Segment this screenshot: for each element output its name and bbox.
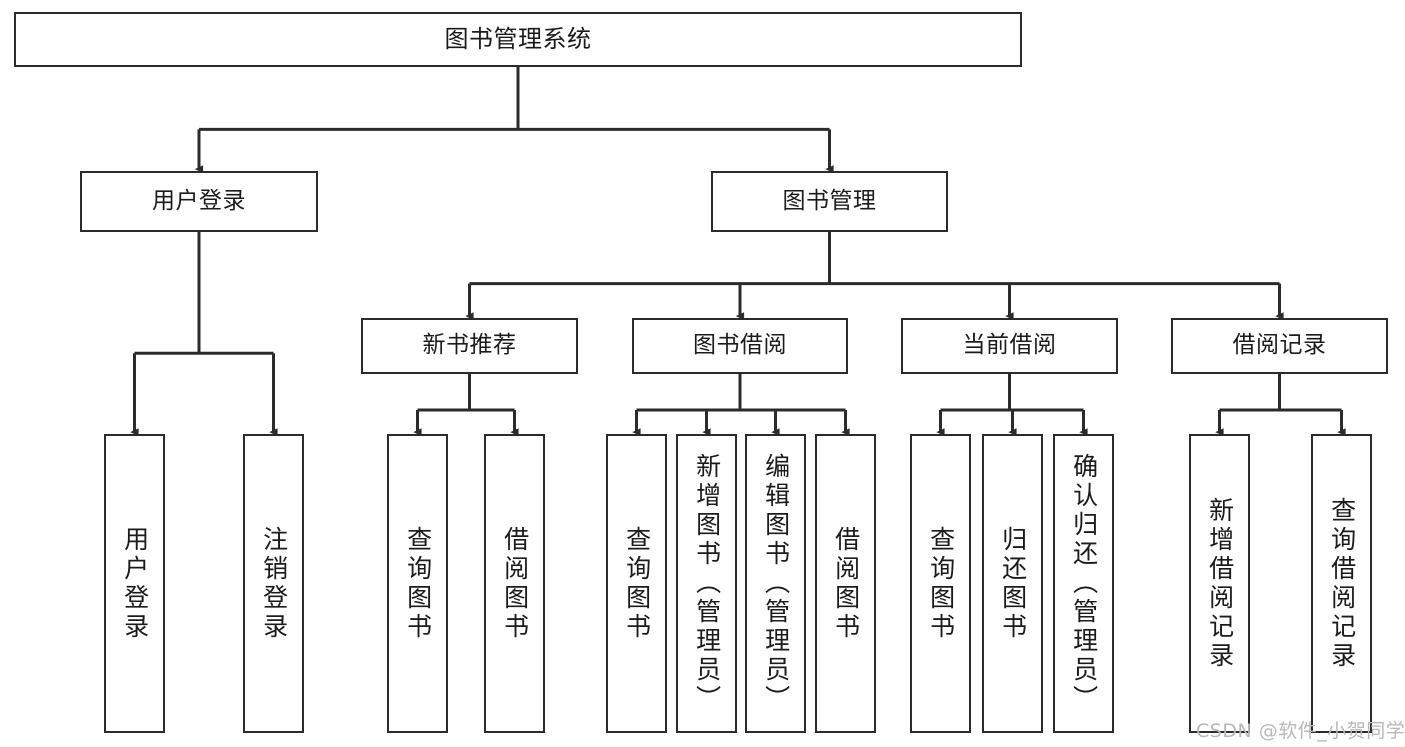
node-leaf-user-logout[interactable]: 注销登录 [243,434,304,733]
node-label: 新增借阅记录 [1205,496,1235,671]
node-label: 查询借阅记录 [1327,496,1357,671]
node-label: 查询图书 [622,525,652,642]
node-label: 图书管理系统 [444,25,592,54]
node-leaf-confirm-return[interactable]: 确认归还（管理员） [1053,434,1114,733]
node-label: 编辑图书（管理员） [761,453,791,714]
node-label: 用户登录 [152,187,246,214]
node-label: 查询图书 [403,525,433,642]
node-leaf-borrow-book-2[interactable]: 借阅图书 [815,434,876,733]
node-label: 借阅图书 [500,525,530,642]
node-new-book-rec[interactable]: 新书推荐 [361,318,578,374]
node-label: 归还图书 [998,525,1028,642]
node-leaf-borrow-book-1[interactable]: 借阅图书 [484,434,545,733]
node-leaf-query-book-3[interactable]: 查询图书 [910,434,971,733]
csdn-watermark: CSDN @软件_小贺同学 [1196,720,1405,742]
node-user-login[interactable]: 用户登录 [80,171,318,232]
node-leaf-return-book[interactable]: 归还图书 [982,434,1043,733]
node-label: 图书借阅 [693,332,787,359]
node-label: 借阅图书 [831,525,861,642]
node-label: 用户登录 [120,525,150,642]
node-borrow-record[interactable]: 借阅记录 [1171,318,1388,374]
node-leaf-query-book-2[interactable]: 查询图书 [606,434,667,733]
node-book-borrow[interactable]: 图书借阅 [632,318,848,374]
node-leaf-query-book-1[interactable]: 查询图书 [387,434,448,733]
node-leaf-edit-book[interactable]: 编辑图书（管理员） [745,434,806,733]
node-label: 确认归还（管理员） [1069,453,1099,714]
node-label: 图书管理 [782,187,877,214]
node-leaf-user-login[interactable]: 用户登录 [104,434,165,733]
node-label: 借阅记录 [1232,332,1327,359]
node-current-borrow[interactable]: 当前借阅 [901,318,1118,374]
node-label: 查询图书 [926,525,956,642]
node-label: 新书推荐 [422,332,517,359]
node-book-manage[interactable]: 图书管理 [711,171,948,232]
node-label: 当前借阅 [962,332,1057,359]
node-leaf-add-record[interactable]: 新增借阅记录 [1189,434,1250,733]
node-label: 注销登录 [259,525,289,642]
node-leaf-query-record[interactable]: 查询借阅记录 [1311,434,1372,733]
node-root[interactable]: 图书管理系统 [14,12,1022,67]
node-label: 新增图书（管理员） [692,453,722,714]
node-leaf-add-book[interactable]: 新增图书（管理员） [676,434,737,733]
